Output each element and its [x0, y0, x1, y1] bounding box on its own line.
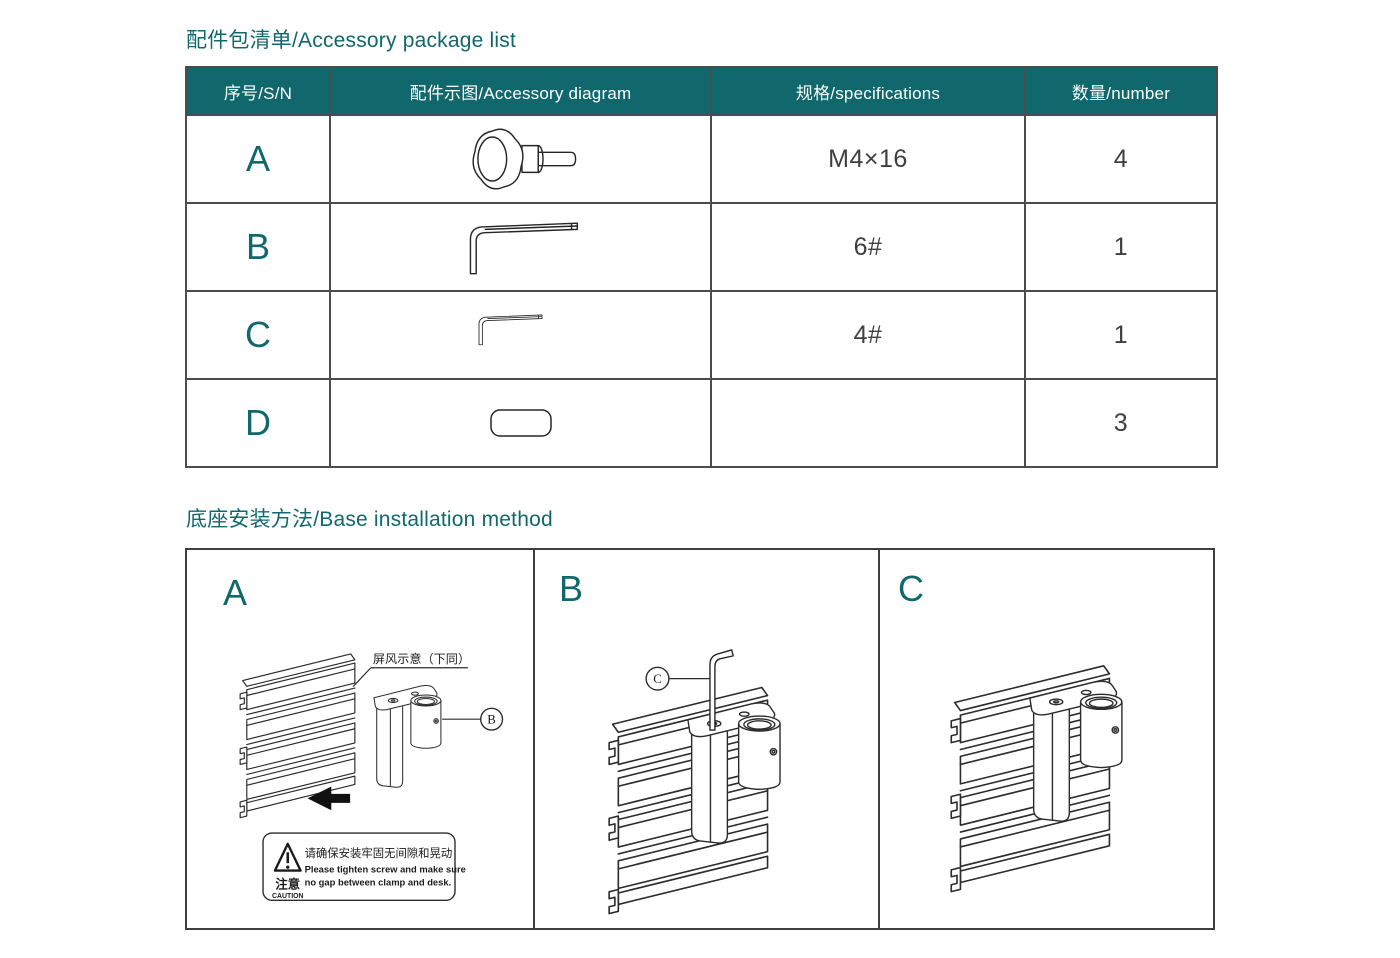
table-row: C 4# 1 — [185, 290, 1218, 380]
caution-text-en-2: no gap between clamp and desk. — [305, 876, 452, 887]
sn-d: D — [185, 378, 331, 468]
arrow-left-icon — [307, 786, 351, 811]
table-row: D 3 — [185, 378, 1218, 468]
screen-note-text: 屏风示意（下同） — [373, 651, 470, 666]
step-c-figure — [950, 665, 1123, 893]
step-a-figure: 屏风示意（下同） B 注意 CAUTION — [239, 651, 504, 901]
clamp-pad-icon — [331, 380, 710, 466]
hex-key-small-icon — [331, 292, 710, 378]
caution-en-label: CAUTION — [272, 893, 303, 900]
screen-panel-drawing — [239, 653, 356, 819]
warning-triangle-icon — [273, 842, 302, 872]
installation-step-b: B C — [533, 550, 878, 928]
sn-b: B — [185, 202, 331, 292]
caution-box: 注意 CAUTION 请确保安装牢固无间隙和晃动 Please tighten … — [262, 832, 466, 901]
sn-a: A — [185, 114, 331, 204]
hex-key-drawing — [709, 649, 734, 731]
qty-d: 3 — [1024, 378, 1218, 468]
accessory-list-title: 配件包清单/Accessory package list — [186, 29, 517, 52]
spec-c: 4# — [710, 290, 1026, 380]
knob-screw-icon — [331, 116, 710, 202]
step-b-figure: C — [608, 649, 781, 915]
clamp-drawing — [373, 685, 442, 788]
qty-b: 1 — [1024, 202, 1218, 292]
spec-a: M4×16 — [710, 114, 1026, 204]
header-diagram: 配件示图/Accessory diagram — [329, 66, 712, 116]
installation-step-a: A 屏风示意（下同） B — [187, 550, 533, 928]
caution-zh-label: 注意 — [275, 876, 300, 891]
accessory-table-header-row: 序号/S/N 配件示图/Accessory diagram 规格/specifi… — [185, 66, 1218, 116]
caution-text-en-1: Please tighten screw and make sure — [305, 864, 466, 875]
callout-c: C — [645, 666, 710, 691]
header-sn: 序号/S/N — [185, 66, 331, 116]
hex-key-large-icon — [331, 204, 710, 290]
accessory-table: 序号/S/N 配件示图/Accessory diagram 规格/specifi… — [185, 66, 1218, 468]
installation-title: 底座安装方法/Base installation method — [186, 508, 553, 531]
step-a-label: A — [223, 572, 248, 613]
screen-note — [352, 667, 468, 687]
table-row: B 6# 1 — [185, 202, 1218, 292]
callout-c-letter: C — [653, 672, 662, 686]
installation-steps-panel: A 屏风示意（下同） B — [185, 548, 1215, 930]
qty-c: 1 — [1024, 290, 1218, 380]
spec-b: 6# — [710, 202, 1026, 292]
header-spec: 规格/specifications — [710, 66, 1026, 116]
installation-step-c: C — [878, 550, 1213, 928]
step-b-label: B — [559, 568, 584, 609]
callout-b-letter: B — [487, 713, 496, 727]
callout-b: B — [442, 707, 504, 731]
table-row: A M4×16 4 — [185, 114, 1218, 204]
qty-a: 4 — [1024, 114, 1218, 204]
step-c-label: C — [898, 568, 924, 609]
caution-text-zh: 请确保安装牢固无间隙和晃动 — [305, 846, 453, 860]
sn-c: C — [185, 290, 331, 380]
spec-d — [710, 378, 1026, 468]
header-qty: 数量/number — [1024, 66, 1218, 116]
